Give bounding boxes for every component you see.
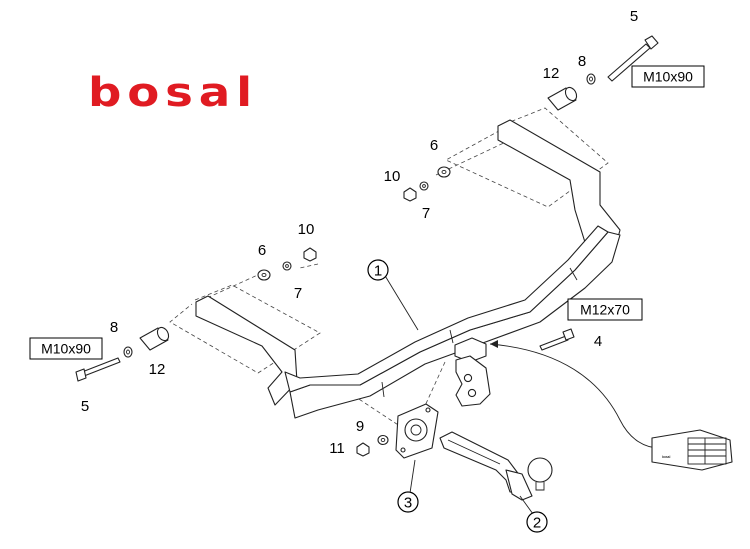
- svg-text:M12x70: M12x70: [580, 302, 630, 318]
- bolt-left: [75, 357, 121, 382]
- svg-text:2: 2: [533, 515, 541, 532]
- callout-1: 1: [367, 259, 389, 281]
- label-12-left: 12: [149, 361, 166, 378]
- label-6-top: 6: [430, 137, 438, 154]
- svg-text:M10x90: M10x90: [41, 341, 91, 357]
- label-10-top: 10: [384, 168, 401, 185]
- bosal-logo: bosal: [88, 70, 258, 116]
- part-number-labels: 4 5 5 6 6 7 7 8 8 9 10 10 11 12 12: [81, 8, 638, 457]
- label-8-left: 8: [110, 319, 118, 336]
- svg-text:M10x90: M10x90: [643, 69, 693, 85]
- svg-text:3: 3: [404, 495, 412, 512]
- label-7-top: 7: [422, 205, 430, 222]
- label-6-left: 6: [258, 242, 266, 259]
- socket-plate: [395, 403, 439, 459]
- bolt-spec-left: M10x90: [29, 337, 103, 360]
- label-9: 9: [356, 418, 364, 435]
- washers-and-nuts: [123, 73, 596, 457]
- svg-text:1: 1: [374, 263, 382, 280]
- tow-ball-arm: [439, 431, 553, 501]
- label-5-top: 5: [630, 8, 638, 25]
- callout-3: 3: [397, 491, 419, 513]
- label-11: 11: [329, 440, 345, 457]
- approval-plate-brand: bosal: [662, 455, 670, 459]
- towbar-crossbar: [195, 119, 621, 419]
- approval-plate: bosal: [651, 429, 733, 471]
- label-7-left: 7: [294, 285, 302, 302]
- bolt-spec-ball: M12x70: [567, 298, 643, 321]
- label-4: 4: [594, 333, 602, 350]
- logo-text: bosal: [88, 70, 258, 116]
- label-5-left: 5: [81, 398, 89, 415]
- label-8-top: 8: [578, 53, 586, 70]
- spacer-sleeve-left: [139, 326, 170, 351]
- leader-lines: [383, 273, 534, 515]
- label-12-top: 12: [543, 65, 560, 82]
- label-10-left: 10: [298, 221, 315, 238]
- bolt-top-right: [607, 35, 659, 82]
- approval-plate-leader: [489, 340, 661, 449]
- bolt-spec-top-right: M10x90: [631, 65, 705, 88]
- bolt-ball-mount: [539, 328, 575, 351]
- spacer-sleeve-top: [547, 86, 578, 111]
- callout-2: 2: [526, 511, 548, 533]
